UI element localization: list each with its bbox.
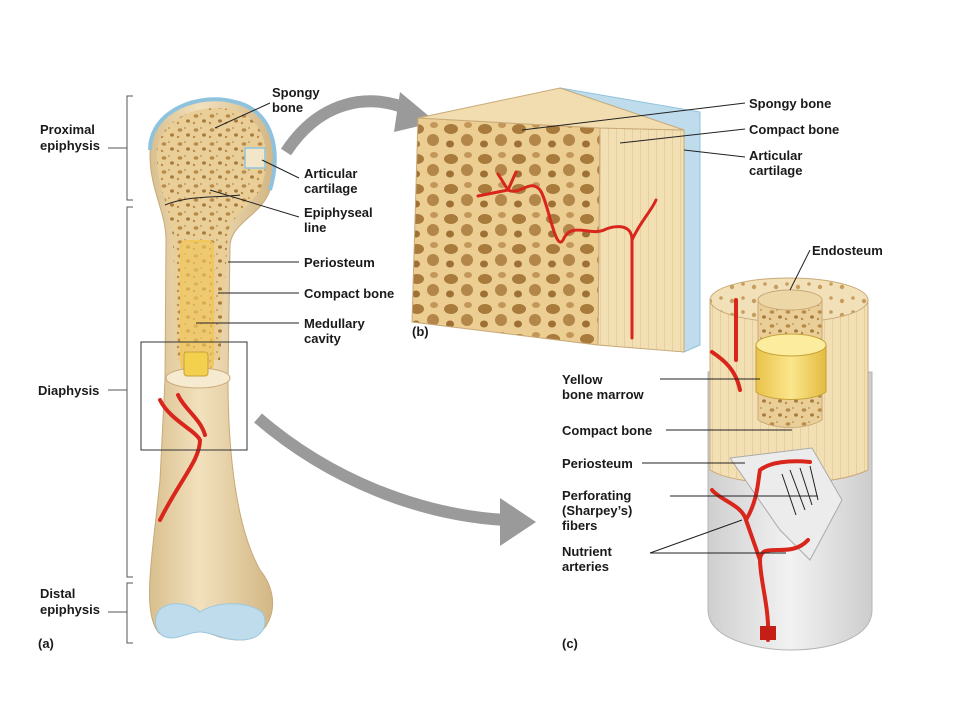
label-compact-bone-c: Compact bone [562,423,652,438]
arrow-to-c [254,413,506,526]
top-face-b [417,87,685,131]
articular-notch [244,147,266,169]
label-spongy-bone-b: Spongy bone [749,96,831,111]
label-compact-bone-a: Compact bone [304,286,394,301]
marrow-plug [183,351,209,377]
region-brackets [108,95,133,644]
nutrient-artery-a [158,393,207,522]
label-endosteum: Endosteum [812,243,883,258]
sharpey-fibers [781,465,819,516]
arrow-to-c-head [500,498,536,546]
label-periosteum-c: Periosteum [562,456,633,471]
panel-label-c: (c) [562,636,578,651]
label-compact-bone-b: Compact bone [749,122,839,137]
epiphyseal-line [164,194,241,206]
panel-label-b: (b) [412,324,429,339]
compact-bone-b [597,127,685,353]
endosteum-top-c [757,289,823,311]
leaders-c [642,249,818,554]
yellow-marrow-c [755,344,827,400]
detail-box-c [140,341,248,451]
label-periosteum-a: Periosteum [304,255,375,270]
articular-cartilage-distal [154,603,266,641]
blood-vessels-b [476,170,658,340]
diaphysis-label: Diaphysis [38,383,99,398]
leaders-b [521,102,746,158]
label-perforating-fibers: Perforating(Sharpey’s)fibers [562,488,632,533]
arrow-to-b [280,95,413,156]
articular-cartilage-proximal [148,97,277,191]
leaders-a [196,102,300,324]
medullary-texture [182,242,212,368]
nutrient-artery-end [760,626,776,640]
nutrient-arteries-c [710,298,812,642]
yellow-marrow-top-c [755,333,827,357]
panel-label-a: (a) [38,636,54,651]
